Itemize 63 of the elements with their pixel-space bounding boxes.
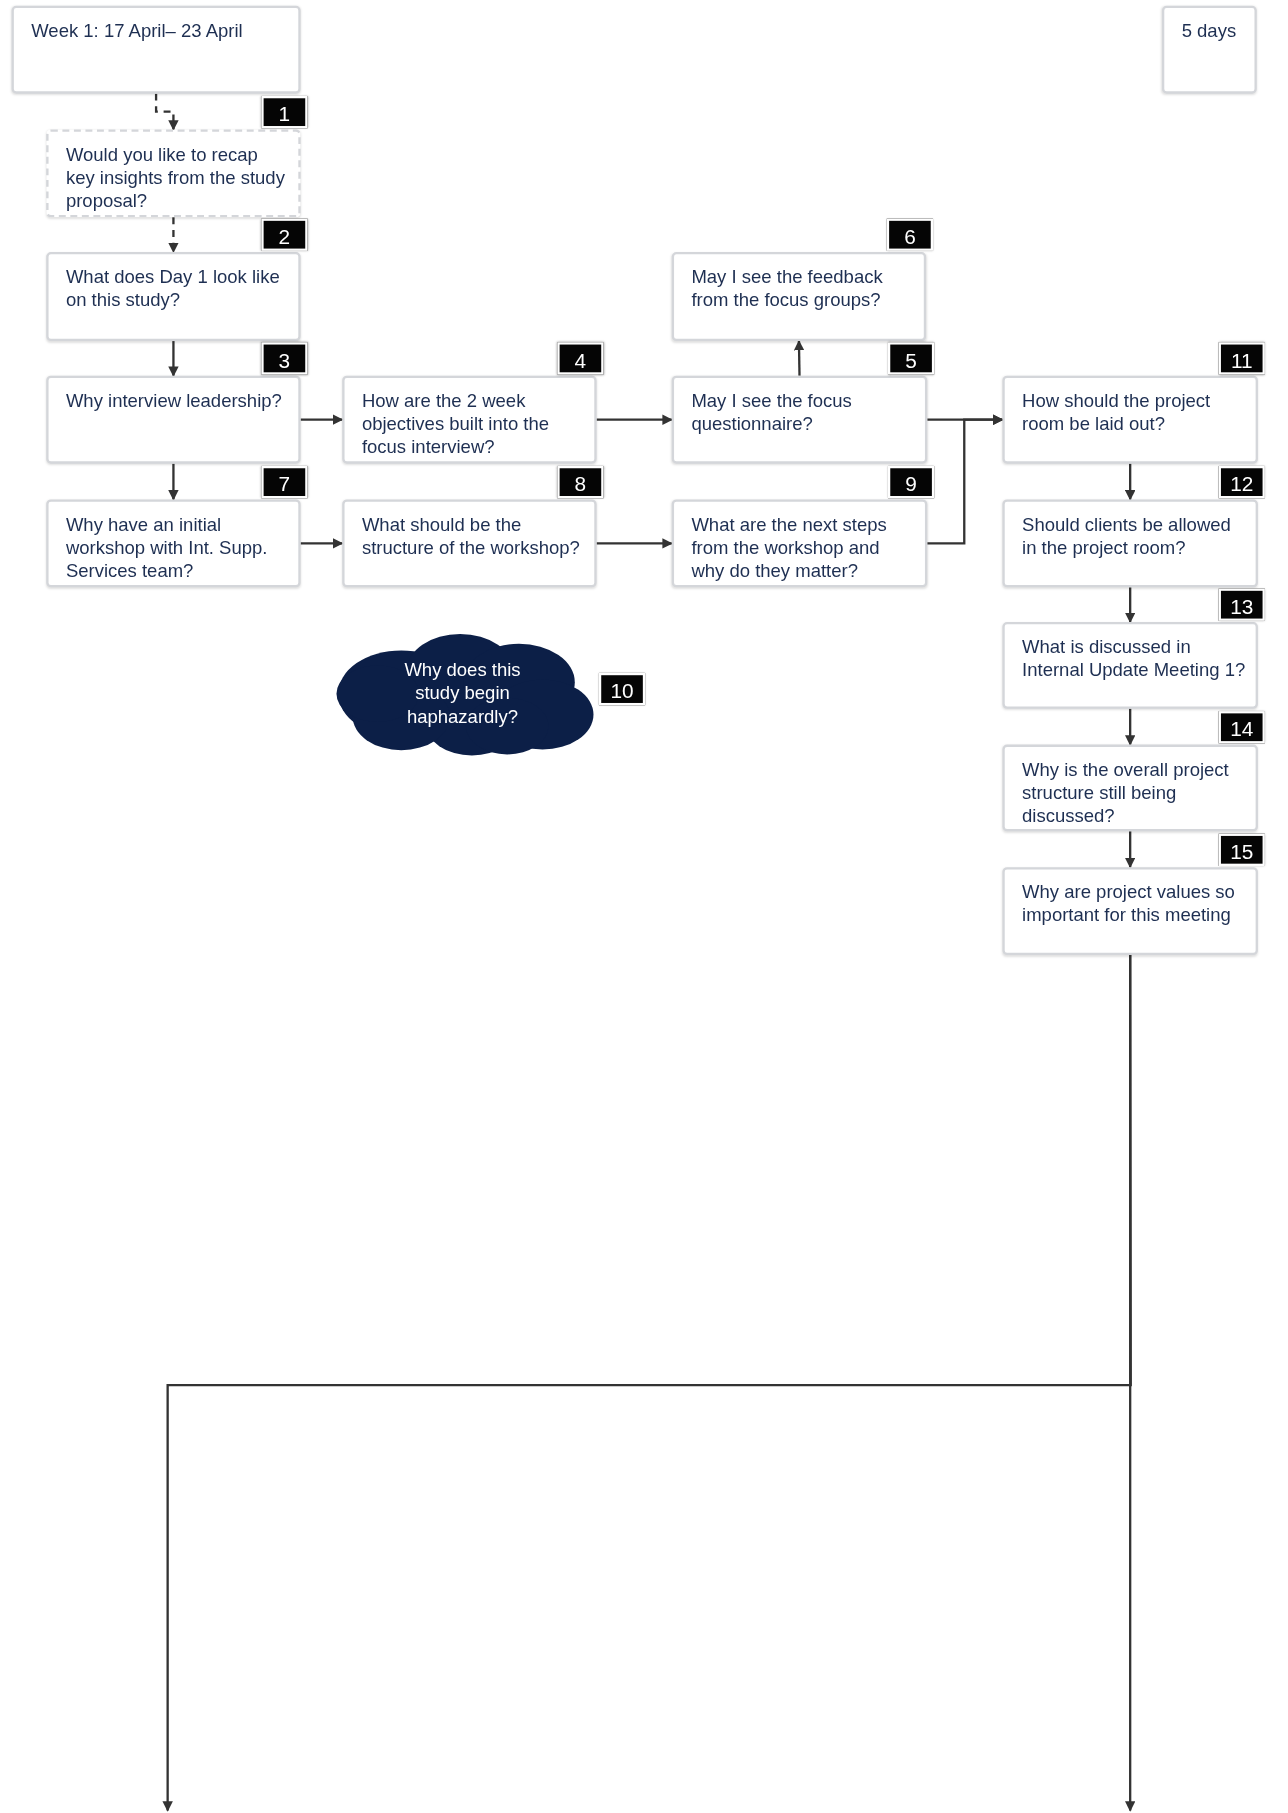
question-text: What are the next steps from the workshop and why do they matter? xyxy=(691,513,888,583)
question-box xyxy=(46,252,301,342)
question-box xyxy=(46,499,301,588)
question-box xyxy=(671,499,928,588)
question-text: May I see the feedback from the focus groups? xyxy=(691,266,884,312)
callout-number: 3 xyxy=(261,342,308,375)
question-text: How are the 2 week objectives built into the focus interview? xyxy=(361,389,551,459)
arrow xyxy=(793,340,805,376)
question-text: Why is the overall project structure still being discussed? xyxy=(1022,758,1230,828)
arrow xyxy=(927,414,1004,545)
callout-number: 10 xyxy=(598,672,646,706)
question-text: 5 days xyxy=(1181,19,1238,43)
callout-number: 15 xyxy=(1218,833,1265,866)
question-box xyxy=(46,375,301,464)
question-box xyxy=(11,5,301,94)
arrow xyxy=(1125,831,1136,869)
arrow xyxy=(154,93,179,131)
callout-number: 4 xyxy=(557,342,604,375)
arrow xyxy=(300,414,344,425)
arrow xyxy=(596,414,673,425)
callout-number: 14 xyxy=(1218,711,1265,744)
question-text: Should clients be allowed in the project room? xyxy=(1022,513,1232,560)
question-box xyxy=(1002,744,1258,832)
callout-number: 6 xyxy=(886,218,934,251)
arrow xyxy=(168,217,179,254)
arrow xyxy=(162,955,1132,1812)
question-box xyxy=(1002,499,1258,588)
arrow xyxy=(300,538,344,549)
arrow xyxy=(1125,587,1136,624)
callout-number: 5 xyxy=(887,342,935,375)
question-text: Why interview leadership? xyxy=(65,389,283,413)
question-box xyxy=(1002,622,1258,709)
question-text: How should the project room be laid out? xyxy=(1022,389,1212,436)
callout-number: 7 xyxy=(261,465,308,499)
question-box xyxy=(342,499,597,588)
callout-number: 8 xyxy=(557,465,604,499)
question-box xyxy=(671,252,927,342)
arrow xyxy=(596,538,673,549)
callout-number: 11 xyxy=(1218,342,1265,375)
arrow xyxy=(1125,463,1136,501)
question-text: May I see the focus questionnaire? xyxy=(691,389,853,436)
question-text: Week 1: 17 April– 23 April xyxy=(31,19,244,43)
question-box xyxy=(1161,5,1257,94)
callout-number: 12 xyxy=(1218,465,1265,499)
arrow xyxy=(168,341,179,377)
callout-number: 2 xyxy=(261,218,308,251)
question-text: What does Day 1 look like on this study? xyxy=(65,266,281,312)
question-box xyxy=(1002,867,1258,955)
question-text: What should be the structure of the workshop? xyxy=(361,513,581,560)
question-box xyxy=(671,375,928,464)
arrow xyxy=(168,463,179,501)
question-text: What is discussed in Internal Update Meeting 1? xyxy=(1022,636,1247,682)
question-box xyxy=(342,375,597,464)
arrow xyxy=(1125,708,1136,746)
callout-number: 1 xyxy=(261,95,308,129)
callout-number: 13 xyxy=(1218,588,1265,621)
question-box xyxy=(1002,375,1258,464)
question-box xyxy=(46,129,301,218)
question-text: Why does this study begin haphazardly? xyxy=(403,659,522,729)
callout-number: 9 xyxy=(887,465,935,499)
question-text: Would you like to recap key insights from the study proposal? xyxy=(65,143,286,213)
question-text: Why are project values so important for this meeting xyxy=(1022,881,1236,927)
question-text: Why have an initial workshop with Int. Supp. Services team? xyxy=(65,513,269,583)
